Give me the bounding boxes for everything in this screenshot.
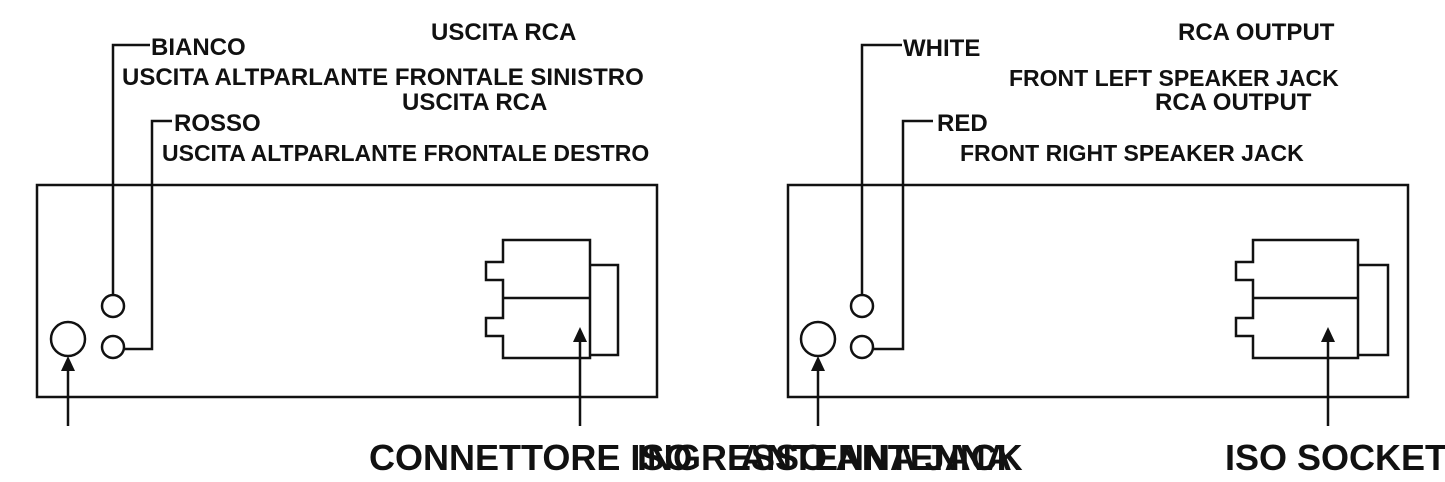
unit-rear-outline [35, 183, 659, 399]
iso-arrow-head [573, 327, 587, 342]
label-white-en: WHITE [903, 35, 980, 62]
iso-connector-shape [1234, 238, 1390, 360]
label-rca-output-it-2: USCITA RCA [402, 89, 547, 116]
red-leader-line [124, 119, 172, 351]
white-rca-circle [100, 293, 126, 319]
panel-italian [35, 43, 659, 426]
red-rca-circle [100, 334, 126, 360]
label-white-it: BIANCO [151, 34, 246, 61]
white-leader-line [860, 43, 902, 295]
panel-english [786, 43, 1410, 426]
label-iso-socket-en: ISO SOCKET [1225, 437, 1445, 478]
label-rca-output-en-2: RCA OUTPUT [1155, 89, 1312, 116]
label-antenna-jack-en: ANTENNA JACK [740, 437, 1023, 478]
label-front-left-jack-en: FRONT LEFT SPEAKER JACK [1009, 65, 1339, 91]
label-front-right-jack-it: USCITA ALTPARLANTE FRONTALE DESTRO [162, 140, 649, 166]
antenna-arrow-head [61, 356, 75, 371]
label-iso-socket-it: CONNETTORE ISO [369, 437, 692, 478]
antenna-arrow-head [811, 356, 825, 371]
label-front-right-jack-en: FRONT RIGHT SPEAKER JACK [960, 140, 1304, 166]
label-rca-output-it-1: USCITA RCA [431, 19, 576, 46]
label-antenna-jack-it: INGRESSO ANTENNA [637, 437, 1012, 478]
label-red-en: RED [937, 110, 988, 137]
white-leader-line [111, 43, 150, 295]
red-leader-line [873, 119, 933, 351]
label-front-left-jack-it: USCITA ALTPARLANTE FRONTALE SINISTRO [122, 64, 644, 91]
iso-connector-shape [484, 238, 620, 360]
antenna-jack-circle [49, 320, 87, 358]
label-red-it: ROSSO [174, 110, 261, 137]
unit-rear-outline [786, 183, 1410, 399]
iso-arrow-head [1321, 327, 1335, 342]
label-rca-output-en-1: RCA OUTPUT [1178, 19, 1335, 46]
red-rca-circle [849, 334, 875, 360]
antenna-jack-circle [799, 320, 837, 358]
white-rca-circle [849, 293, 875, 319]
